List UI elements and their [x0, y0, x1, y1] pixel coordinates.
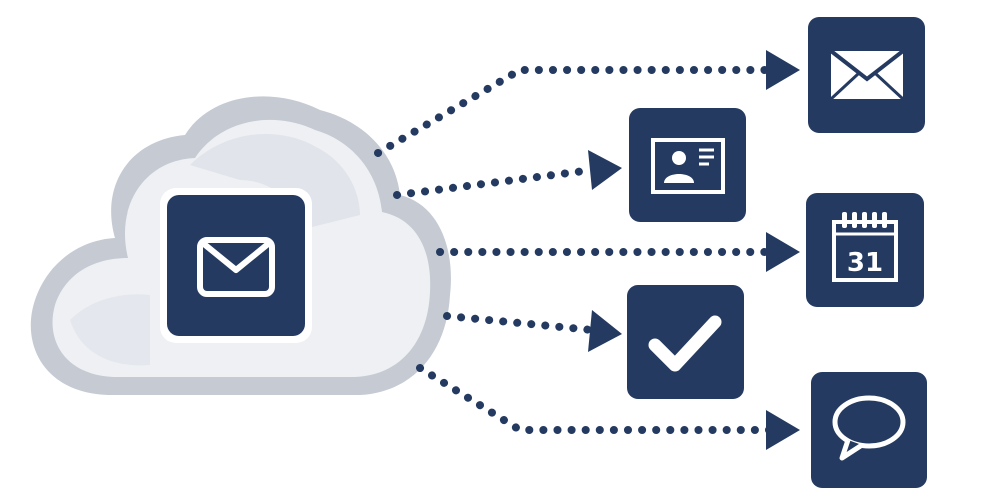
- chat-bubble-icon: [832, 395, 906, 461]
- target-chat-tile: [806, 367, 932, 493]
- target-mail-tile: [803, 12, 930, 138]
- target-tasks-tile: [622, 280, 749, 404]
- connector-mail: [374, 66, 774, 157]
- calendar-day-label: 31: [847, 248, 883, 278]
- source-mail-tile: [160, 188, 312, 343]
- target-calendar-tile: 31: [801, 188, 929, 312]
- checkmark-icon: [648, 315, 722, 372]
- connectors: [374, 50, 800, 450]
- arrowhead-chat: [766, 410, 800, 450]
- connector-contacts: [393, 166, 596, 199]
- arrowhead-calendar: [766, 232, 800, 272]
- connector-chat: [416, 364, 774, 434]
- cloud-shade-lower: [70, 294, 150, 366]
- cloud-shade: [190, 133, 360, 230]
- arrowhead-contacts: [588, 150, 622, 190]
- connector-tasks: [443, 312, 596, 334]
- calendar-icon: 31: [832, 212, 898, 282]
- target-contacts-tile: [624, 103, 751, 227]
- envelope-icon: [197, 237, 275, 297]
- arrowhead-tasks: [588, 310, 622, 352]
- arrowhead-mail: [766, 50, 800, 90]
- contact-card-icon: [651, 138, 725, 194]
- envelope-icon: [829, 49, 905, 101]
